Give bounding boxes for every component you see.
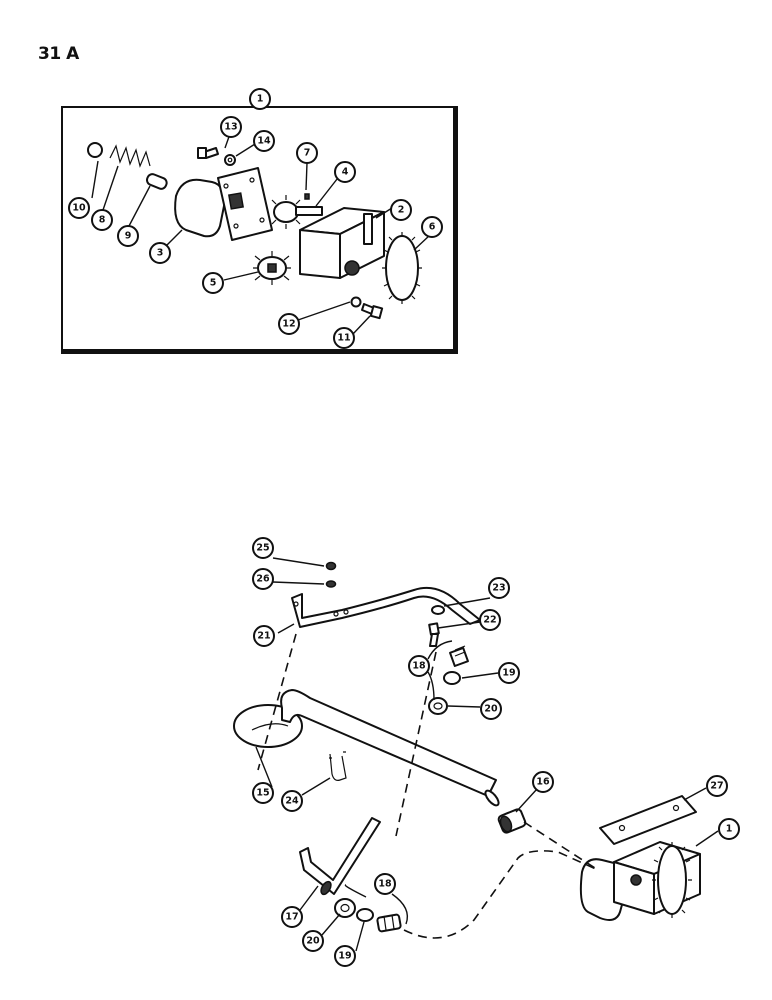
part-12-washer [350,296,362,308]
callout-26: 26 [252,568,274,590]
part-14-washer [224,154,236,166]
callout-19-upper: 19 [498,662,520,684]
svg-text:11: 11 [337,333,350,344]
svg-text:26: 26 [256,574,270,585]
callout-25: 25 [252,537,274,559]
callout-24: 24 [281,790,303,812]
svg-text:25: 25 [256,543,269,554]
part-1-oil-pump-assembled [579,841,701,921]
part-10-cap [87,142,103,158]
page-label: 31 A [38,44,79,64]
callout-6: 6 [421,216,443,238]
callout-19-lower: 19 [334,945,356,967]
part-18-lower-connector [376,913,402,933]
svg-text:14: 14 [257,136,271,147]
svg-text:6: 6 [429,222,436,233]
part-2-pump-body [299,207,385,279]
svg-text:19: 19 [502,668,515,679]
svg-text:18: 18 [378,879,392,890]
part-9-plunger [145,173,168,190]
svg-text:1: 1 [257,94,264,105]
part-19-upper-sleeve [443,671,461,685]
callout-17: 17 [281,906,303,928]
part-8-spring [109,144,151,168]
svg-text:5: 5 [210,278,217,289]
callout-3: 3 [149,242,171,264]
part-13-bolt [197,147,219,159]
callout-16: 16 [532,771,554,793]
callout-27: 27 [706,775,728,797]
svg-text:20: 20 [306,936,320,947]
svg-text:13: 13 [224,122,237,133]
part-7-key [304,193,310,200]
inset-parts [87,142,422,320]
svg-text:27: 27 [710,781,723,792]
callout-12: 12 [278,313,300,335]
part-23-lockwasher [431,605,445,615]
part-22-bolt [428,622,440,647]
callout-15: 15 [252,782,274,804]
lower-assembly-parts [233,561,701,933]
assembly-dashed-lines [257,633,599,939]
callout-1-top: 1 [249,88,271,110]
callout-22: 22 [479,609,501,631]
svg-text:9: 9 [125,231,132,242]
part-5-idler-gear [253,251,291,285]
callout-9: 9 [117,225,139,247]
callout-10: 10 [68,197,90,219]
svg-text:8: 8 [99,215,106,226]
callout-11: 11 [333,327,355,349]
part-26-lockwasher [325,580,337,588]
svg-text:15: 15 [256,788,269,799]
part-17-tube [299,817,381,896]
part-25-nut [325,561,337,571]
svg-text:10: 10 [72,203,86,214]
part-18-upper-connector [449,645,469,667]
callout-5: 5 [202,272,224,294]
part-21-bracket [291,586,481,628]
svg-text:18: 18 [412,661,426,672]
callout-20-upper: 20 [480,698,502,720]
svg-text:20: 20 [484,704,498,715]
lower-leader-lines [255,557,719,952]
svg-text:21: 21 [257,631,270,642]
callout-18-upper: 18 [408,655,430,677]
svg-text:1: 1 [726,824,733,835]
svg-text:19: 19 [338,951,351,962]
callout-18-lower: 18 [374,873,396,895]
svg-text:16: 16 [536,777,550,788]
svg-text:24: 24 [285,796,299,807]
svg-text:3: 3 [157,248,164,259]
part-15-suction-screen [233,689,500,807]
svg-text:17: 17 [285,912,298,923]
callout-1-lower: 1 [718,818,740,840]
part-11-bolt [361,303,384,320]
part-4-drive-gear [271,195,323,229]
callout-20-lower: 20 [302,930,324,952]
svg-text:7: 7 [304,148,311,159]
part-20-lower-nut [334,898,356,918]
part-3-cover-elbow [174,167,273,241]
callout-2: 2 [390,199,412,221]
part-6-sprocket [382,232,422,304]
callout-13: 13 [220,116,242,138]
callout-8: 8 [91,209,113,231]
svg-text:2: 2 [398,205,405,216]
callout-14: 14 [253,130,275,152]
part-24-u-bolt [329,751,347,781]
svg-text:22: 22 [483,615,496,626]
callout-4: 4 [334,161,356,183]
svg-text:23: 23 [492,583,505,594]
part-16-adapter [497,808,527,834]
callout-7: 7 [296,142,318,164]
part-20-upper-nut [428,697,448,715]
callout-23: 23 [488,577,510,599]
svg-text:4: 4 [342,167,349,178]
callout-21: 21 [253,625,275,647]
part-19-lower-sleeve [356,908,374,922]
part-27-gasket [599,795,697,845]
svg-text:12: 12 [282,319,295,330]
